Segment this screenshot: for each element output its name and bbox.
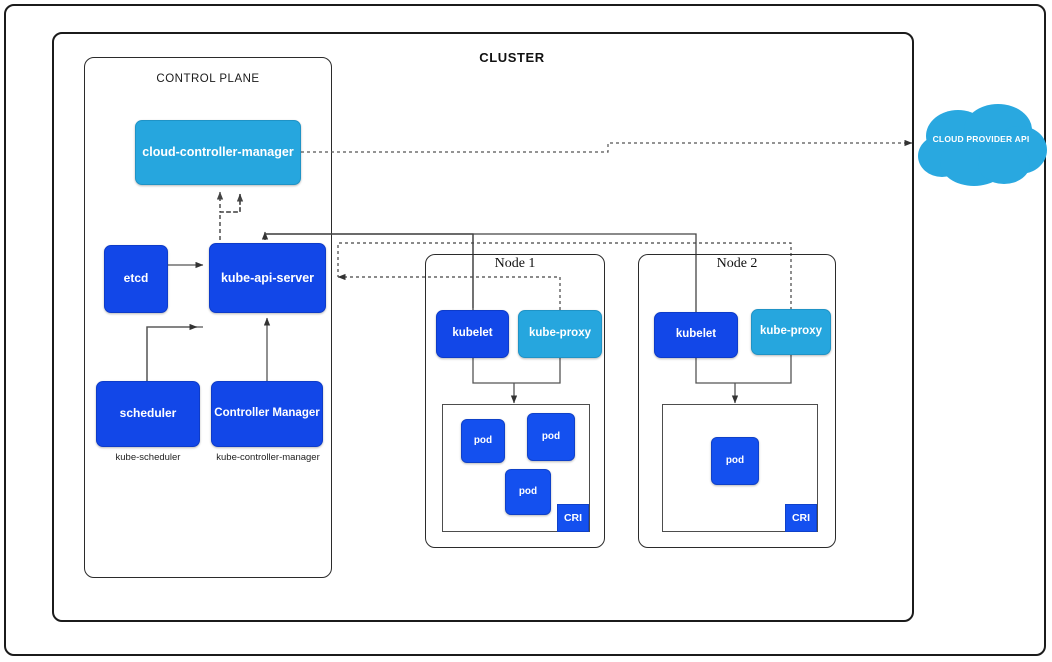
cloud-controller-manager-box[interactable]: cloud-controller-manager bbox=[135, 120, 301, 185]
node-2-pod-1[interactable]: pod bbox=[711, 437, 759, 485]
node-1-cri-badge: CRI bbox=[557, 504, 589, 532]
node-1-kube-proxy-box[interactable]: kube-proxy bbox=[518, 310, 602, 358]
node-1-pod-3[interactable]: pod bbox=[505, 469, 551, 515]
node-2-kube-proxy-box[interactable]: kube-proxy bbox=[751, 309, 831, 355]
node-1-cri-container: pod pod pod CRI bbox=[442, 404, 590, 532]
cluster-title: CLUSTER bbox=[479, 50, 545, 65]
scheduler-caption: kube-scheduler bbox=[115, 452, 181, 463]
node-2-title: Node 2 bbox=[716, 256, 758, 271]
node-2-frame bbox=[638, 254, 836, 548]
node-1-kubelet-box[interactable]: kubelet bbox=[436, 310, 509, 358]
node-2-cri-container: pod CRI bbox=[662, 404, 818, 532]
node-2-kubelet-box[interactable]: kubelet bbox=[654, 312, 738, 358]
control-plane-frame bbox=[84, 57, 332, 578]
node-1-pod-1[interactable]: pod bbox=[461, 419, 505, 463]
cluster-frame bbox=[52, 32, 914, 622]
node-1-pod-2[interactable]: pod bbox=[527, 413, 575, 461]
etcd-box[interactable]: etcd bbox=[104, 245, 168, 313]
controller-manager-caption: kube-controller-manager bbox=[216, 452, 320, 463]
kube-api-server-box[interactable]: kube-api-server bbox=[209, 243, 326, 313]
page-frame bbox=[4, 4, 1046, 656]
node-1-frame bbox=[425, 254, 605, 548]
controller-manager-box[interactable]: Controller Manager bbox=[211, 381, 323, 447]
node-1-title: Node 1 bbox=[494, 256, 536, 271]
node-2-cri-badge: CRI bbox=[785, 504, 817, 532]
scheduler-box[interactable]: scheduler bbox=[96, 381, 200, 447]
control-plane-title: CONTROL PLANE bbox=[156, 73, 260, 85]
